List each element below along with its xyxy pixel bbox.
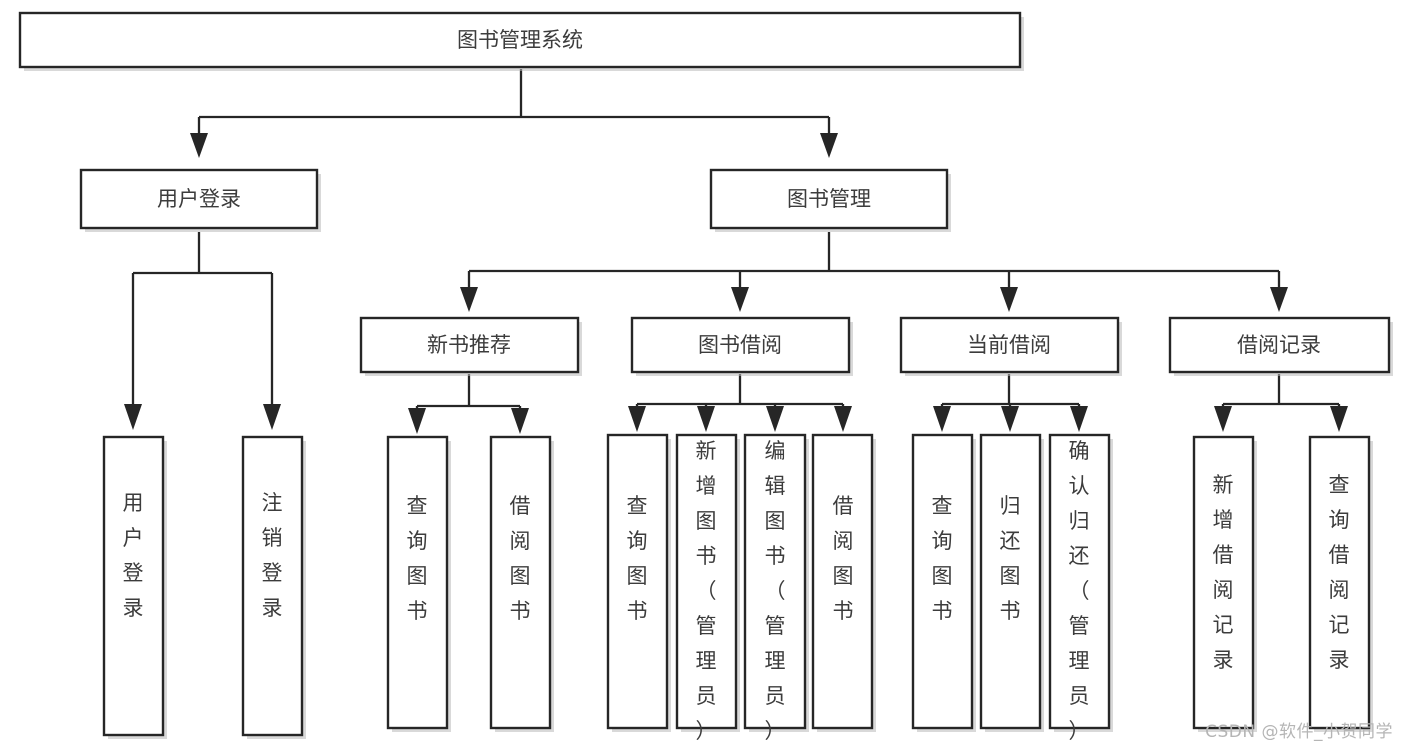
node-root[interactable]: 图书管理系统 xyxy=(18,11,1024,71)
node-current-borrow-rect[interactable] xyxy=(899,316,1120,374)
node-leaf-confirm-return-label: 确认归还（管理员） xyxy=(1069,439,1090,743)
connector-group-user-login xyxy=(124,232,281,430)
arrow-bm-to-currentborrow xyxy=(1000,287,1018,312)
node-root-label: 图书管理系统 xyxy=(457,28,583,52)
node-leaf-logout-login-label: 注销登录 xyxy=(262,491,283,620)
node-new-book-rec-label: 新书推荐 xyxy=(427,333,511,357)
arrow-bm-to-newbook xyxy=(460,287,478,312)
node-leaf-borrow-book-2-label: 借阅图书 xyxy=(833,494,854,623)
arrow-nbr-leaf1 xyxy=(408,408,426,434)
arrow-bb-leaf3 xyxy=(766,406,784,432)
node-leaf-query-book-1-rect[interactable] xyxy=(386,435,449,730)
arrow-bm-to-bookborrow xyxy=(731,287,749,312)
arrow-cb-leaf3 xyxy=(1070,406,1088,432)
arrow-user-login-leaf2 xyxy=(263,404,281,430)
node-leaf-user-login-label: 用户登录 xyxy=(123,491,144,620)
arrow-bm-to-borrowrecord xyxy=(1270,287,1288,312)
node-leaf-query-book-3-label: 查询图书 xyxy=(932,494,953,623)
node-leaf-query-book-3[interactable]: 查询图书 xyxy=(911,433,976,732)
arrow-nbr-leaf2 xyxy=(511,408,529,434)
node-leaf-return-book-rect[interactable] xyxy=(979,433,1042,730)
node-leaf-borrow-book-2-rect[interactable] xyxy=(811,433,874,730)
node-leaf-edit-book-label: 编辑图书（管理员） xyxy=(765,439,786,743)
node-leaf-add-record-rect[interactable] xyxy=(1192,435,1255,730)
node-leaf-add-record[interactable]: 新增借阅记录 xyxy=(1192,435,1257,732)
connector-group-book-borrow xyxy=(628,374,852,432)
node-leaf-edit-book[interactable]: 编辑图书（管理员） xyxy=(743,433,809,743)
node-book-manage[interactable]: 图书管理 xyxy=(709,168,951,232)
arrow-user-login-leaf1 xyxy=(124,404,142,430)
arrow-cb-leaf2 xyxy=(1001,406,1019,432)
node-leaf-borrow-book-1-rect[interactable] xyxy=(489,435,552,730)
node-book-manage-label: 图书管理 xyxy=(787,187,871,211)
node-root-rect[interactable] xyxy=(18,11,1022,69)
node-borrow-record-rect[interactable] xyxy=(1168,316,1391,374)
node-leaf-query-book-3-rect[interactable] xyxy=(911,433,974,730)
connector-group-current-borrow xyxy=(933,374,1088,432)
node-leaf-query-record-rect[interactable] xyxy=(1308,435,1371,730)
node-user-login-label: 用户登录 xyxy=(157,187,241,211)
node-leaf-edit-book-rect[interactable] xyxy=(743,433,807,730)
node-leaf-confirm-return[interactable]: 确认归还（管理员） xyxy=(1048,433,1113,743)
node-leaf-user-login-rect[interactable] xyxy=(102,435,165,737)
connector-group-book-manage xyxy=(460,232,1288,312)
node-leaf-return-book[interactable]: 归还图书 xyxy=(979,433,1044,732)
arrow-cb-leaf1 xyxy=(933,406,951,432)
arrow-br-leaf2 xyxy=(1330,406,1348,432)
arrow-bb-leaf1 xyxy=(628,406,646,432)
node-leaf-user-login[interactable]: 用户登录 xyxy=(102,435,167,739)
node-leaf-borrow-book-2[interactable]: 借阅图书 xyxy=(811,433,876,732)
node-borrow-record[interactable]: 借阅记录 xyxy=(1168,316,1393,376)
node-leaf-query-book-2-rect[interactable] xyxy=(606,433,669,730)
node-leaf-confirm-return-rect[interactable] xyxy=(1048,433,1111,730)
arrow-root-to-book-manage xyxy=(820,133,838,158)
arrow-bb-leaf2 xyxy=(697,406,715,432)
node-book-borrow[interactable]: 图书借阅 xyxy=(630,316,853,376)
node-current-borrow[interactable]: 当前借阅 xyxy=(899,316,1122,376)
node-leaf-query-record[interactable]: 查询借阅记录 xyxy=(1308,435,1373,732)
node-leaf-borrow-book-1-label: 借阅图书 xyxy=(510,494,531,623)
csdn-watermark: CSDN @软件_小贺同学 xyxy=(1205,722,1393,742)
node-leaf-return-book-label: 归还图书 xyxy=(1000,494,1021,623)
node-leaf-query-book-2-label: 查询图书 xyxy=(627,494,648,623)
node-leaf-add-book-label: 新增图书（管理员） xyxy=(696,439,717,743)
node-leaf-query-book-2[interactable]: 查询图书 xyxy=(606,433,671,732)
node-leaf-query-book-1-label: 查询图书 xyxy=(407,494,428,623)
node-borrow-record-label: 借阅记录 xyxy=(1237,333,1321,357)
arrow-bb-leaf4 xyxy=(834,406,852,432)
node-new-book-rec[interactable]: 新书推荐 xyxy=(359,316,582,376)
node-new-book-rec-rect[interactable] xyxy=(359,316,580,374)
node-leaf-add-record-label: 新增借阅记录 xyxy=(1213,473,1234,672)
node-user-login-rect[interactable] xyxy=(79,168,319,230)
node-leaf-add-book[interactable]: 新增图书（管理员） xyxy=(675,433,740,743)
node-leaf-add-book-rect[interactable] xyxy=(675,433,738,730)
node-leaf-logout-login-rect[interactable] xyxy=(241,435,304,737)
node-user-login[interactable]: 用户登录 xyxy=(79,168,321,232)
node-book-manage-rect[interactable] xyxy=(709,168,949,230)
arrow-root-to-user-login xyxy=(190,133,208,158)
node-leaf-query-record-label: 查询借阅记录 xyxy=(1329,473,1350,672)
node-leaf-borrow-book-1[interactable]: 借阅图书 xyxy=(489,435,554,732)
arrow-br-leaf1 xyxy=(1214,406,1232,432)
node-book-borrow-label: 图书借阅 xyxy=(698,333,782,357)
node-leaf-logout-login[interactable]: 注销登录 xyxy=(241,435,306,739)
node-current-borrow-label: 当前借阅 xyxy=(967,333,1051,357)
node-book-borrow-rect[interactable] xyxy=(630,316,851,374)
connector-group-root xyxy=(190,69,838,158)
connector-group-borrow-record xyxy=(1214,374,1348,432)
node-leaf-query-book-1[interactable]: 查询图书 xyxy=(386,435,451,732)
connector-group-new-book-rec xyxy=(408,374,529,434)
